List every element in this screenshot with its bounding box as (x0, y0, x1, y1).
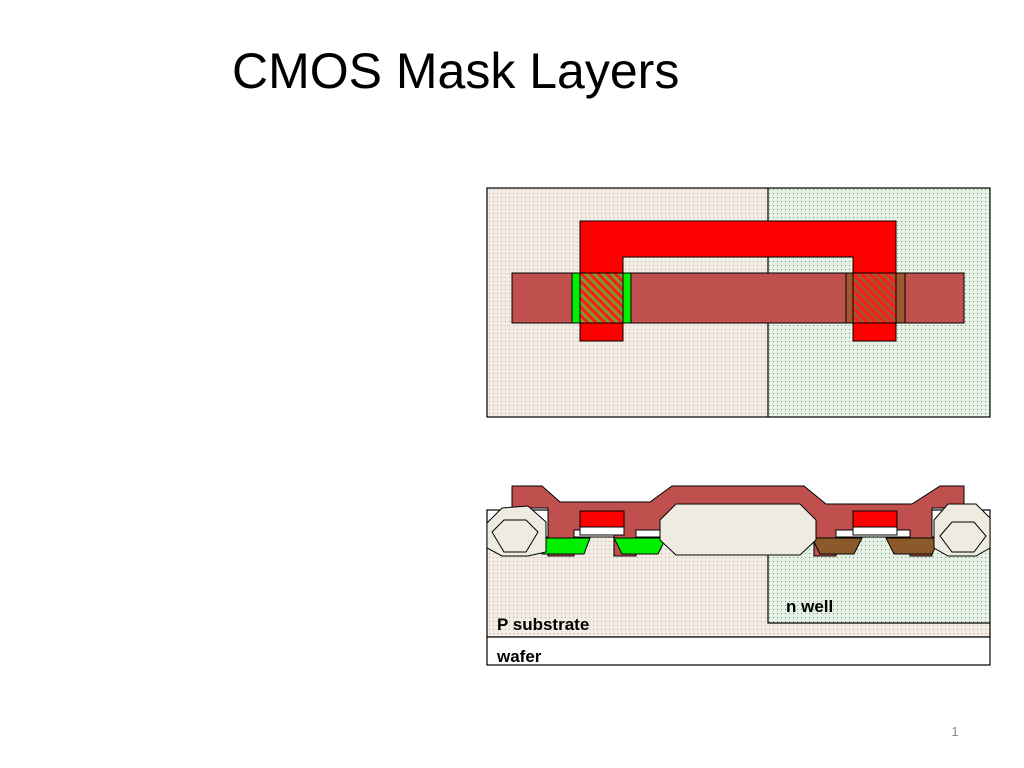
n-diffusion-xs-right (613, 537, 667, 555)
field-oxide-right-inner (939, 521, 987, 553)
p-diffusion-xs-right (885, 537, 941, 555)
poly-strip-center (630, 272, 847, 324)
wafer-label: wafer (496, 647, 542, 666)
field-oxide-left-inner (491, 519, 539, 553)
slide-number: 1 (951, 724, 959, 739)
poly-strip-left (511, 272, 573, 324)
contact-p-side (852, 272, 897, 324)
gate-metal-right (852, 510, 898, 528)
cross-section-view: n well P substrate wafer (486, 485, 991, 666)
p-substrate-label: P substrate (497, 615, 589, 634)
gate-metal-left (579, 510, 625, 528)
n-well-boundary (767, 550, 990, 624)
top-layout-view (486, 187, 991, 418)
wafer-layer (486, 636, 991, 666)
gate-oxide-left (579, 526, 625, 536)
n-well-label: n well (786, 597, 833, 616)
p-diffusion-xs-left (811, 537, 863, 555)
gate-oxide-right (852, 526, 898, 536)
poly-strip-right (904, 272, 965, 324)
contact-n-side (579, 272, 624, 324)
metal-wire (579, 220, 897, 342)
slide-title: CMOS Mask Layers (232, 43, 680, 99)
layout-border (486, 187, 991, 418)
field-oxide-center (659, 503, 817, 556)
